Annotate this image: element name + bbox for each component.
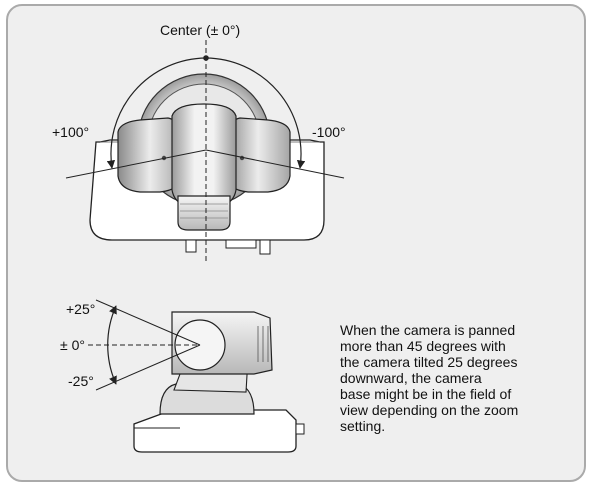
- plus-100-label: +100°: [52, 124, 90, 140]
- tilt-arc: [107, 305, 117, 385]
- side-base: [133, 409, 297, 453]
- plus-25-label: +25°: [66, 301, 96, 317]
- note-line: base might be in the field of: [340, 386, 512, 402]
- right-pan-arc: [205, 57, 306, 169]
- note-line: more than 45 degrees with: [340, 338, 506, 354]
- top-view-angle-lines: [65, 40, 345, 262]
- caution-note: When the camera is panned more than 45 d…: [340, 322, 576, 434]
- note-line: the camera tilted 25 degrees: [340, 354, 518, 370]
- camera-head: [177, 195, 231, 231]
- diagram-panel: [6, 4, 586, 482]
- note-line: view depending on the zoom: [340, 402, 519, 418]
- note-line: downward, the camera: [340, 370, 482, 386]
- side-view-camera: [133, 311, 305, 453]
- minus-100-label: -100°: [312, 124, 346, 140]
- note-line: When the camera is panned: [340, 322, 516, 338]
- center-label: Center (± 0°): [160, 22, 241, 38]
- top-view-camera: [89, 73, 325, 255]
- left-pan-arc: [106, 57, 207, 169]
- minus-25-label: -25°: [68, 373, 94, 389]
- side-view-angle-lines: [88, 299, 201, 391]
- zero-label: ± 0°: [60, 337, 85, 353]
- note-line: setting.: [340, 418, 386, 434]
